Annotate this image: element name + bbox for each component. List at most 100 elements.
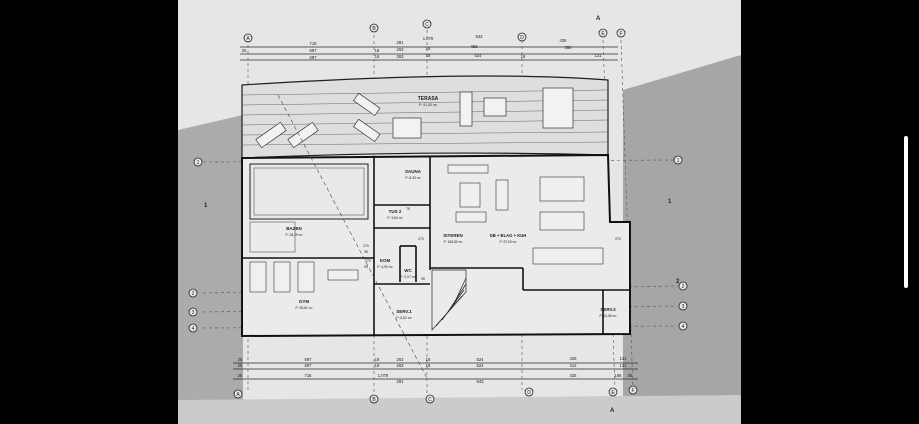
axis-bottom-f: F [631,388,634,394]
dim-bot-r1-5: 524 [477,357,485,362]
scroll-indicator[interactable] [904,136,908,288]
room-db-name: DB + BLAG + KUH [490,233,527,238]
section-mark-bottom: A [610,408,615,414]
axis-bottom-b: B [372,397,376,403]
axis-bottom-e: E [611,390,615,396]
pool-inner [253,167,365,216]
room-stiteren-area: P: 168,80 m² [444,240,464,244]
room-gym-area: P: 26,61 m² [295,306,313,310]
dim-top-r3-4: 524 [475,53,483,58]
dim-bot-r3-3: 281 [397,379,405,384]
door-dim-0: 270 [363,244,369,248]
room-tus-name: TUS 2 [389,209,402,214]
axis-top-f: F [619,31,622,37]
dim-bot-r2-4: 18 [426,363,431,368]
dim-top-r2-1: 697 [310,48,318,53]
axis-top-b: B [372,26,376,32]
axis-top-a: A [246,36,250,42]
section-mark-right-1: 1 [668,199,672,205]
axis-right-4: 4 [682,324,685,330]
dim-bot-r2-7: 131 [620,363,628,368]
room-serv2-area: P: 10,55 m² [599,314,617,318]
grid-bubbles [188,19,688,404]
floor-plan-drawing: A B C D E F A B C D E F 1 2 3 4 1 2 3 4 [178,0,741,424]
axis-bottom-c: C [428,397,432,403]
dim-top-r3-1: 18 [375,54,380,59]
room-wc-area: P: 2,07 m² [400,275,416,279]
door-dim-7: 95 [421,277,425,281]
axis-bottom-a: A [236,392,240,398]
pool [249,163,369,220]
dim-bot-r3-7: 35 [628,373,633,378]
room-bazen-area: P: 28,29 m² [285,233,303,237]
dim-bot-r1-4: 18 [426,357,431,362]
section-mark-top: A [596,16,601,22]
living-furniture [447,164,604,265]
door-dim-1: 95 [364,250,368,254]
room-kom-area: P: 4,90 m² [377,265,393,269]
dim-bot-r3-2: 1.079 [378,373,389,378]
door-dim-6: 270 [615,237,621,241]
dim-top-r3-0: 697 [310,55,318,60]
dim-bot-r1-0: 25 [238,357,243,362]
door-dim-4: 270 [418,237,424,241]
dim-top-r2-5: 456 [471,44,479,49]
floor-plan-photo: A B C D E F A B C D E F 1 2 3 4 1 2 3 4 [178,0,741,424]
room-bazen-name: BAZEN [286,226,302,231]
dim-bot-r2-5: 524 [477,363,485,368]
axis-right-2: 2 [682,284,685,290]
door-dim-3: 95 [364,265,368,269]
door-dim-5: 75 [406,207,410,211]
door-dim-2: 270 [365,259,371,263]
axis-left-2: 2 [192,291,195,297]
axis-top-e: E [601,31,605,37]
axis-top-d: D [520,35,524,41]
dimension-lines-top [240,46,618,61]
axis-left-3: 3 [192,310,195,316]
dim-bot-r2-2: 18 [375,363,380,368]
room-kom-name: KOM [380,258,391,263]
gym-equipment [249,261,359,293]
dim-top-r2-3: 263 [397,47,405,52]
dim-bot-r3-6: 165 [615,373,623,378]
room-stiteren-name: SITEREN [443,233,463,238]
room-serv2-name: SERV.2 [600,307,616,312]
shadow-bottom [178,395,741,424]
dimension-lines-bottom [233,362,638,380]
dim-top-r3-5: 18 [521,54,526,59]
dim-bot-r3-0: 25 [238,373,243,378]
dim-bot-r1-1: 697 [305,357,313,362]
room-terasa-area: P: 91,00 m² [419,103,438,107]
pool-steps [249,221,296,253]
dim-top-r3-3: 18 [426,53,431,58]
dim-bot-r1-7: 131 [620,356,628,361]
dim-top-r3-2: 263 [397,54,405,59]
dim-top-1079: 1.079 [423,36,434,41]
dim-bot-r1-2: 18 [375,357,380,362]
section-line [277,94,429,381]
dim-top-r2-6: 388 [565,45,573,50]
dim-bot-r2-0: 25 [238,363,243,368]
dim-top-435: 435 [560,38,568,43]
room-sauna-area: P: 8,33 m² [405,176,421,180]
dim-bot-r2-6: 412 [570,363,578,368]
interior-walls [242,157,630,336]
dim-bot-r2-3: 263 [397,363,405,368]
axis-top-c: C [425,22,429,28]
room-sauna-name: SAUNA [405,169,422,174]
section-mark-left-1: 1 [204,203,208,209]
dim-top-716: 716 [310,41,318,46]
dim-top-r2-4: 18 [426,46,431,51]
room-serv1-area: P: 6,52 m² [396,316,412,320]
axis-left-4: 4 [192,326,195,332]
axis-right-1: 1 [677,158,680,164]
room-db-area: P: 57,00 m² [499,240,517,244]
room-gym-name: GYM [299,299,310,304]
dim-bot-r2-1: 697 [305,363,313,368]
section-mark-right-2: 2 [676,279,680,285]
dim-bot-r3-4: 543 [477,379,485,384]
axis-right-3: 3 [682,304,685,310]
dim-top-r2-0: 25 [242,48,247,53]
dim-bot-r3-5: 425 [570,373,578,378]
